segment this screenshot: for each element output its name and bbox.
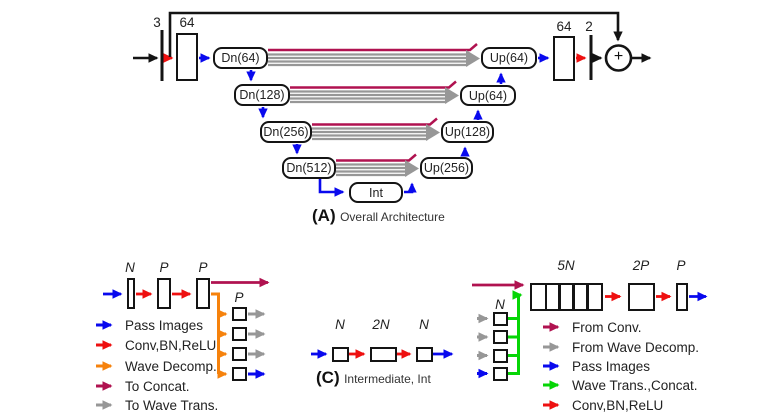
b-subband-box-1 (232, 307, 247, 321)
block-dn128: Dn(128) (234, 84, 290, 106)
wave-decomp-trunk (211, 292, 220, 374)
b-rect-n (127, 278, 135, 309)
input-dim-label: 3 (153, 15, 161, 30)
skip-bundle-1 (268, 43, 480, 67)
wave-trans-concat-arrow-icon (543, 380, 560, 390)
legend-label: From Wave Decomp. (572, 339, 700, 355)
from-conv-arrow-icon (543, 322, 560, 332)
conv-bn-relu-arrow-icon (96, 340, 113, 350)
d-p-label: P (676, 258, 686, 273)
b-subband-box-4 (232, 367, 247, 381)
block-divider (572, 285, 575, 309)
block-dn512: Dn(512) (282, 157, 336, 179)
skip-bundle-2 (290, 80, 459, 104)
d-rect-p (676, 283, 688, 311)
legend-item: To Concat. (95, 377, 190, 395)
block-up128: Up(128) (441, 121, 494, 143)
skip-bundle-3 (312, 117, 440, 141)
b-rect-p1 (157, 278, 171, 309)
c-nout-label: N (419, 317, 429, 332)
block-dn64: Dn(64) (213, 47, 268, 69)
caption-c-tag: (C) (316, 368, 340, 387)
diagram-b-connections (103, 277, 270, 379)
block-up64-b: Up(64) (460, 85, 516, 106)
b-rect-p2 (196, 278, 210, 309)
sum-node (604, 44, 633, 72)
block-divider (558, 285, 561, 309)
d-5n-label: 5N (557, 258, 575, 273)
d-subband-box-1 (492, 311, 508, 326)
b-subband-box-3 (232, 347, 247, 361)
legend-item: From Conv. (542, 318, 642, 336)
skip-bundle-4 (336, 153, 419, 177)
diagram-d-connections (472, 280, 708, 379)
legend-item: Pass Images (542, 357, 650, 375)
legend-item: Pass Images (95, 316, 203, 334)
pass-images-arrow-icon (543, 361, 560, 371)
legend-label: Conv,BN,ReLU (572, 397, 664, 413)
block-dn256: Dn(256) (260, 121, 312, 143)
residual-skip-connection (168, 11, 623, 57)
legend-label: Conv,BN,ReLU (125, 337, 217, 353)
conv-bn-relu-arrow-icon (543, 400, 560, 410)
legend-item: From Wave Decomp. (542, 338, 699, 356)
to-concat-arrow-icon (96, 381, 113, 391)
to-wave-trans-arrow-icon (96, 400, 113, 410)
d-2p-label: 2P (632, 258, 650, 273)
legend-item: Conv,BN,ReLU (542, 396, 663, 414)
legend-item: Wave Decomp. (95, 357, 217, 375)
caption-a-text: Overall Architecture (340, 210, 445, 224)
b-n-label: N (125, 260, 135, 275)
b-pout-label: P (234, 290, 244, 305)
b-p2-label: P (198, 260, 208, 275)
block-int: Int (349, 182, 403, 203)
legend-label: To Wave Trans. (125, 397, 219, 413)
b-subband-box-2 (232, 327, 247, 341)
c-rect-n-in (332, 347, 349, 362)
wave-decomp-arrow-icon (96, 361, 113, 371)
legend-label: Wave Trans.,Concat. (572, 377, 698, 393)
d-subband-box-4 (492, 366, 508, 381)
pass-images-arrow-icon (96, 320, 113, 330)
output-conv-rect (553, 36, 575, 81)
legend-label: Pass Images (125, 317, 204, 333)
wave-trans-trunk (507, 290, 523, 375)
block-up256: Up(256) (420, 157, 473, 179)
d-rect-2p (628, 283, 655, 311)
output-width-label: 64 (556, 19, 572, 34)
sum-plus-sign: + (613, 47, 624, 65)
legend-item: To Wave Trans. (95, 396, 218, 414)
caption-c-text: Intermediate, Int (344, 372, 431, 386)
block-divider (586, 285, 589, 309)
output-dim-label: 2 (585, 19, 593, 34)
d-concat-block-5n (530, 283, 603, 311)
d-n-label: N (495, 297, 505, 312)
from-wave-decomp-arrow-icon (543, 342, 560, 352)
c-rect-2n (370, 347, 397, 362)
diagram-a-connections (133, 11, 652, 197)
c-mid-label: 2N (372, 317, 390, 332)
block-divider (544, 285, 548, 309)
legend-label: From Conv. (572, 319, 642, 335)
block-up64-a: Up(64) (481, 47, 537, 69)
c-nin-label: N (335, 317, 345, 332)
d-subband-box-3 (492, 348, 508, 363)
legend-item: Wave Trans.,Concat. (542, 376, 698, 394)
legend-item: Conv,BN,ReLU (95, 336, 216, 354)
c-rect-n-out (416, 347, 433, 362)
input-conv-rect (176, 33, 198, 81)
legend-label: To Concat. (125, 378, 190, 394)
legend-label: Pass Images (572, 358, 651, 374)
input-width-label: 64 (179, 15, 195, 30)
d-subband-box-2 (492, 330, 508, 344)
caption-a-tag: (A) (312, 206, 336, 225)
b-p1-label: P (159, 260, 169, 275)
legend-label: Wave Decomp. (125, 358, 217, 374)
